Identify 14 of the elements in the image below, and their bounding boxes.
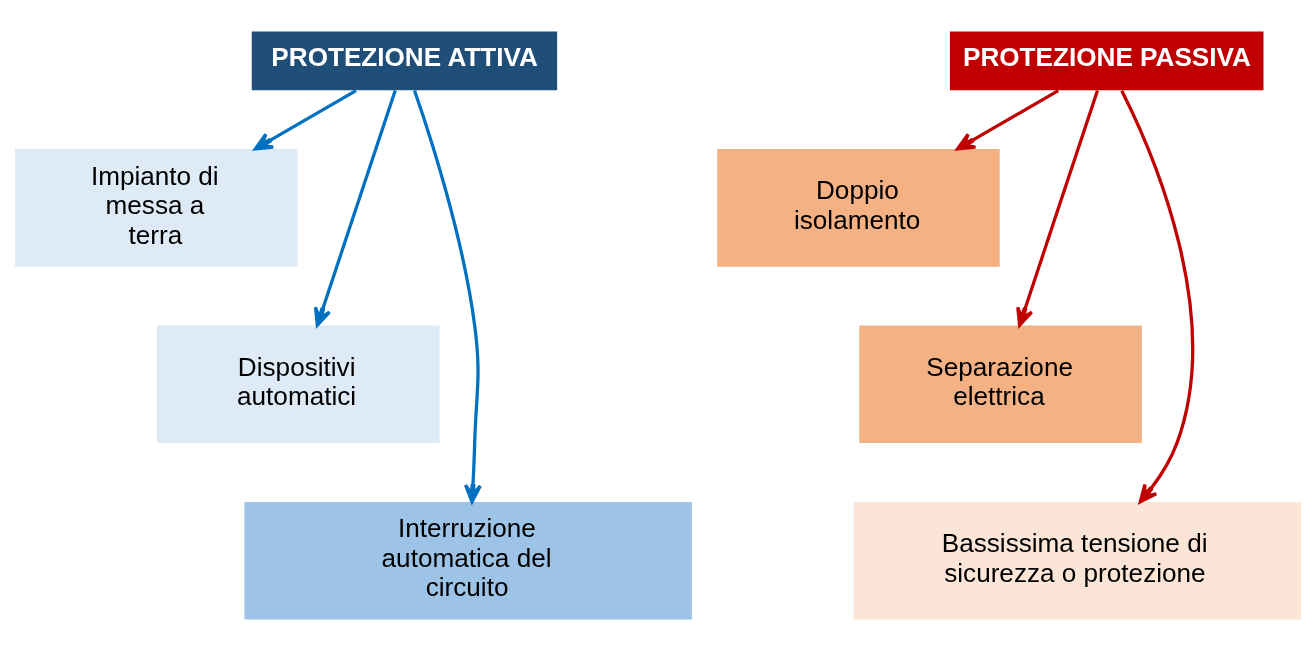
node-box: PROTEZIONE PASSIVA	[949, 31, 1264, 90]
arrow	[253, 88, 357, 150]
node-box: Doppio isolamento	[717, 148, 1000, 267]
arrow	[956, 88, 1060, 150]
arrow	[1120, 89, 1195, 503]
node-box: Interruzione automatica del circuito	[244, 501, 692, 619]
arrow	[412, 89, 482, 503]
node-box: Impianto di messa a terra	[14, 148, 298, 267]
node-box: Dispositivi automatici	[157, 325, 440, 443]
node-box: PROTEZIONE ATTIVA	[251, 31, 558, 90]
arrow	[1016, 89, 1100, 327]
arrow	[313, 89, 397, 327]
node-box: Separazione elettrica	[859, 325, 1142, 443]
node-box: Bassissima tensione di sicurezza o protezione	[853, 501, 1302, 619]
